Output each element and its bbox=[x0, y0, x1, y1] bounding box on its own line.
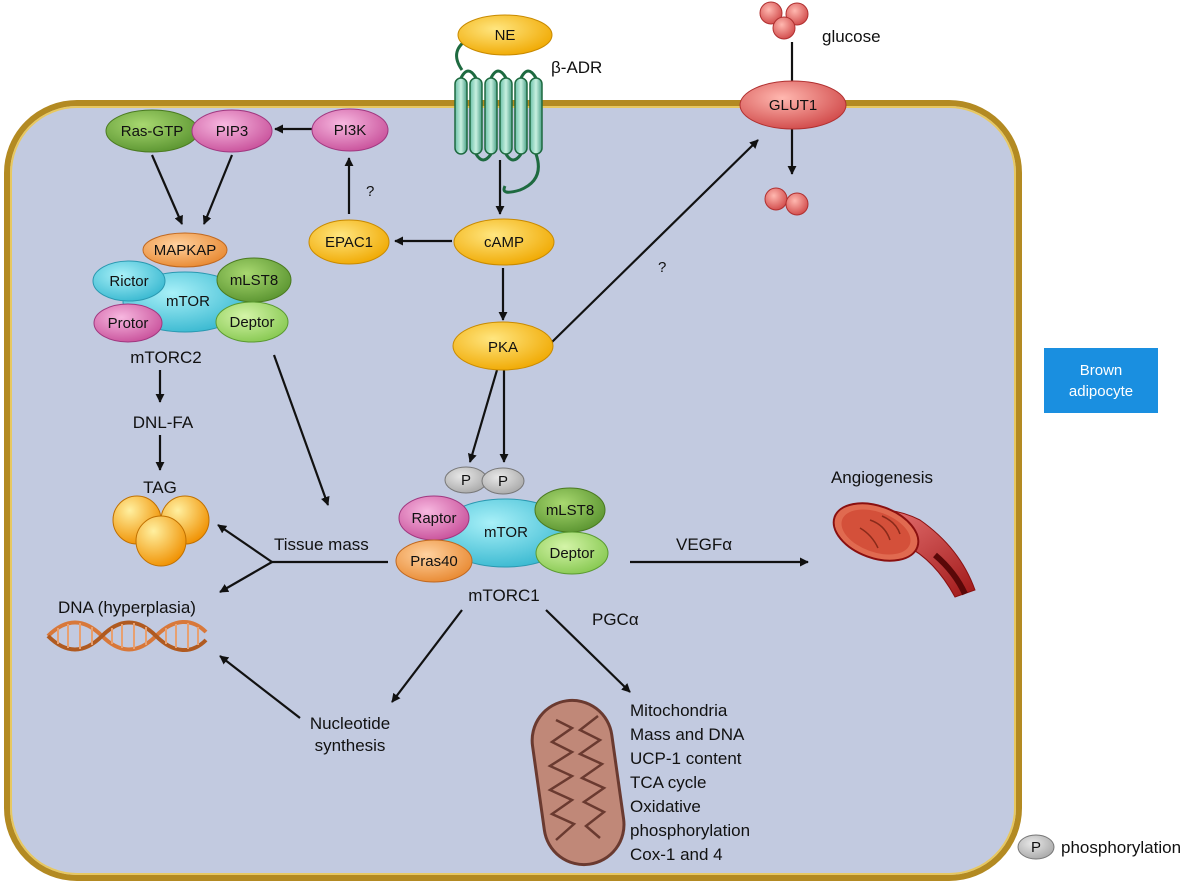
tag-lipid-droplets-icon bbox=[112, 495, 210, 567]
phospho-p2-label: P bbox=[498, 473, 508, 490]
mitochondria-effects-list: Mitochondria Mass and DNA UCP-1 content … bbox=[630, 701, 750, 864]
camp-node: cAMP bbox=[453, 218, 555, 266]
arrow-tissuemass-dna bbox=[219, 561, 273, 593]
mtorc1-raptor-label: Raptor bbox=[411, 510, 456, 527]
vegfa-label: VEGFα bbox=[676, 535, 732, 554]
ras-gtp-node: Ras-GTP bbox=[105, 109, 199, 153]
mtorc1-mtor-label: mTOR bbox=[484, 524, 528, 541]
glut1-node: GLUT1 bbox=[739, 80, 847, 130]
dna-hyperplasia-label: DNA (hyperplasia) bbox=[58, 598, 196, 617]
arrow-mtorc1-nucleotide bbox=[391, 609, 463, 703]
pi3k-node: PI3K bbox=[311, 108, 389, 152]
mito-item-5: Oxidative bbox=[630, 797, 701, 816]
mtorc2-complex: MAPKAP Rictor mLST8 mTOR Protor Deptor bbox=[92, 232, 292, 343]
mtorc2-mapkap-label: MAPKAP bbox=[154, 242, 217, 259]
arrow-pip3-mtorc2 bbox=[202, 154, 234, 225]
epac1-label: EPAC1 bbox=[325, 234, 373, 251]
mtorc2-mlst8-label: mLST8 bbox=[230, 272, 278, 289]
pgc-label: PGCα bbox=[592, 610, 639, 629]
arrow-pka-glut1 bbox=[551, 139, 759, 343]
dna-helix-icon bbox=[46, 620, 208, 652]
tissue-mass-label: Tissue mass bbox=[274, 535, 369, 554]
question-mark-epac: ? bbox=[366, 183, 374, 200]
mito-item-3: UCP-1 content bbox=[630, 749, 742, 768]
glucose-label: glucose bbox=[822, 27, 881, 46]
brown-adipocyte-box: Brown adipocyte bbox=[1044, 348, 1158, 413]
pka-label: PKA bbox=[488, 339, 518, 356]
nucleotide-label-line1: Nucleotide bbox=[310, 714, 390, 733]
brown-box-line1: Brown bbox=[1079, 361, 1123, 379]
beta-adr-label: β-ADR bbox=[551, 58, 602, 77]
mtorc1-deptor-label: Deptor bbox=[549, 545, 594, 562]
ne-label: NE bbox=[495, 27, 516, 44]
arrow-mtorc2-tissuemass bbox=[272, 354, 330, 506]
angiogenesis-label: Angiogenesis bbox=[831, 468, 933, 487]
question-mark-glut1: ? bbox=[658, 259, 666, 276]
glucose-molecules-outside bbox=[759, 1, 809, 40]
arrow-nucleotide-dna bbox=[219, 655, 301, 719]
beta-adr-receptor bbox=[454, 36, 543, 194]
pip3-label: PIP3 bbox=[216, 123, 249, 140]
mtorc1-label: mTORC1 bbox=[468, 586, 539, 605]
epac1-node: EPAC1 bbox=[308, 219, 390, 265]
mtorc1-pras40-label: Pras40 bbox=[410, 553, 458, 570]
pip3-node: PIP3 bbox=[191, 109, 273, 153]
legend-p-label: P bbox=[1031, 839, 1041, 856]
phospho-p1-label: P bbox=[461, 472, 471, 489]
pka-node: PKA bbox=[452, 321, 554, 371]
legend-phosphorylation-label: phosphorylation bbox=[1061, 838, 1181, 857]
mtorc2-rictor-label: Rictor bbox=[109, 273, 148, 290]
arrow-mtorc1-mitochondria bbox=[545, 609, 631, 693]
mtorc2-protor-label: Protor bbox=[108, 315, 149, 332]
blood-vessel-icon bbox=[832, 502, 976, 598]
arrow-rasgtp-mtorc2 bbox=[150, 154, 184, 225]
arrow-tissuemass-tag bbox=[217, 524, 273, 563]
cell-membrane-inner bbox=[10, 106, 1016, 875]
mito-item-7: Cox-1 and 4 bbox=[630, 845, 723, 864]
tag-label: TAG bbox=[143, 478, 177, 497]
glut1-label: GLUT1 bbox=[769, 97, 817, 114]
mtorc2-mtor-label: mTOR bbox=[166, 293, 210, 310]
arrow-pka-p1 bbox=[467, 369, 499, 463]
nucleotide-label-line2: synthesis bbox=[315, 736, 386, 755]
dnl-fa-label: DNL-FA bbox=[133, 413, 194, 432]
camp-label: cAMP bbox=[484, 234, 524, 251]
brown-box-line2: adipocyte bbox=[1068, 382, 1134, 400]
mito-item-6: phosphorylation bbox=[630, 821, 750, 840]
ne-node: NE bbox=[457, 14, 553, 56]
pi3k-label: PI3K bbox=[334, 122, 367, 139]
mito-item-4: TCA cycle bbox=[630, 773, 707, 792]
glucose-molecules-inside bbox=[764, 187, 809, 216]
phosphorylation-legend: P phosphorylation bbox=[1017, 834, 1181, 860]
mito-item-1: Mitochondria bbox=[630, 701, 728, 720]
mitochondrion-icon bbox=[530, 698, 626, 867]
mtorc2-deptor-label: Deptor bbox=[229, 314, 274, 331]
mtorc2-label: mTORC2 bbox=[130, 348, 201, 367]
mtorc1-mlst8-label: mLST8 bbox=[546, 502, 594, 519]
ras-gtp-label: Ras-GTP bbox=[121, 123, 184, 140]
mtorc1-complex: P P Raptor mLST8 mTOR Pras40 Deptor bbox=[395, 466, 609, 583]
mito-item-2: Mass and DNA bbox=[630, 725, 745, 744]
